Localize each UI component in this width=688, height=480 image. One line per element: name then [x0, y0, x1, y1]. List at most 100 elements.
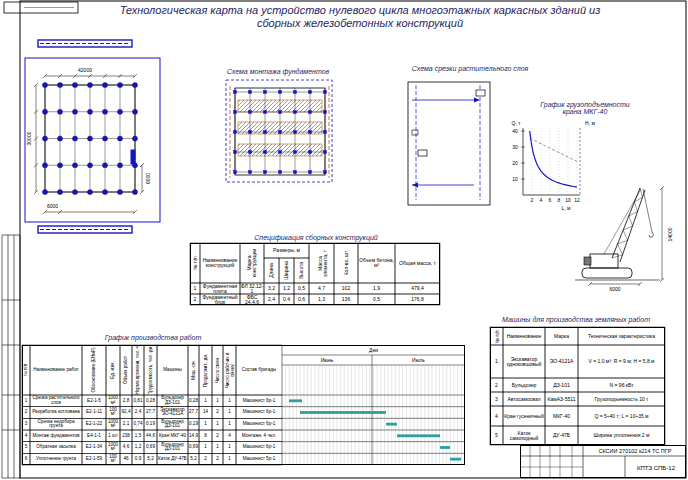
column-foundation: [87, 136, 92, 141]
work-bar: [386, 423, 397, 426]
timeline-line: [282, 406, 465, 407]
table-header-cell: № п/п: [190, 243, 200, 283]
timeline-line: [282, 430, 465, 431]
title-block-line: [583, 445, 584, 478]
table-cell-border: [30, 442, 82, 454]
margin-stamp-line: [2, 395, 20, 396]
table-cell: 0,5: [294, 283, 309, 294]
table-cell: 92,4: [120, 407, 132, 419]
day-line: [292, 365, 293, 465]
table-cell: 1: [199, 442, 212, 454]
table-cell: 5,2: [188, 453, 199, 465]
table-cell-border: [294, 294, 309, 305]
day-line: [329, 365, 330, 465]
day-line: [377, 365, 378, 465]
table-header-cell: Марка: [545, 327, 578, 345]
timeline-line: [282, 355, 465, 356]
chart-axis: [523, 195, 580, 196]
table-cell: 0,74: [132, 418, 144, 430]
foundation-symbol: [249, 111, 252, 114]
column-foundation: [87, 82, 92, 87]
table-cell: 0,69: [188, 442, 199, 454]
foundation-symbol: [324, 131, 327, 134]
table-cell-border: [22, 345, 30, 395]
organisation-code: КПТЗ СПБ-12: [627, 459, 685, 476]
table-cell-border: [545, 345, 578, 378]
day-line: [333, 365, 334, 465]
day-line: [421, 365, 422, 465]
chart-tick: [521, 179, 525, 180]
site-outline: [408, 82, 490, 205]
foundation-symbol: [264, 131, 267, 134]
margin-stamp-line: [14, 235, 15, 478]
table-cell-border: [578, 345, 665, 378]
table-cell-border: [212, 345, 223, 395]
day-line: [307, 365, 308, 465]
column-foundation: [57, 189, 62, 194]
table-cell-border: [490, 406, 503, 426]
day-line: [432, 365, 433, 465]
table-cell-border: [490, 392, 503, 406]
table-cell: Кран гусеничный: [503, 406, 545, 426]
table-cell-border: [132, 442, 144, 454]
foundation-symbol: [309, 91, 312, 94]
table-header-cell: Продолжит., дн.: [199, 345, 212, 395]
table-cell: 8: [199, 430, 212, 442]
column-foundation: [102, 163, 107, 168]
table-cell: Монтаж фундаментов: [30, 430, 82, 442]
column-foundation: [87, 163, 92, 168]
table-cell: 1: [223, 442, 236, 454]
table-cell: Е4-1-1: [82, 430, 106, 442]
table-cell: 3,2: [264, 283, 279, 294]
table-cell: 1: [212, 442, 223, 454]
month-label: Июль: [399, 356, 439, 364]
table-cell-border: [236, 430, 282, 442]
table-header-cell: № п/п: [22, 345, 30, 395]
table-cell-border: [334, 294, 358, 305]
table-cell: 2,1: [120, 418, 132, 430]
table-cell-border: [199, 418, 212, 430]
dimension-tick: [34, 190, 38, 194]
column-foundation: [102, 189, 107, 194]
day-line: [417, 365, 418, 465]
foundation-symbol: [309, 131, 312, 134]
table-cell-border: [309, 283, 334, 294]
capacity-curve: [530, 131, 577, 187]
table-cell: Разработка котлована: [30, 407, 82, 419]
stockpile-symbol: [412, 130, 418, 135]
crane-axis: [329, 86, 330, 178]
table-cell: 1000 м²: [106, 395, 120, 407]
grid-axis: [310, 88, 311, 175]
table-cell-border: [309, 243, 334, 283]
table-cell-border: [578, 378, 665, 392]
table-cell-border: [30, 345, 82, 395]
bulldozer-path: [480, 85, 481, 200]
column-foundation: [102, 136, 107, 141]
margin-stamp-line: [8, 235, 9, 478]
table-cell: Уплотнение грунта: [30, 453, 82, 465]
day-line: [358, 365, 359, 465]
chart-tick: [521, 131, 525, 132]
timeline-line: [282, 441, 465, 442]
dimension-tick: [43, 74, 47, 78]
table-cell-border: [157, 407, 188, 419]
grid-axis: [295, 88, 296, 175]
dimension-tick: [140, 190, 144, 194]
foundation-symbol: [249, 91, 252, 94]
column-foundation: [117, 82, 122, 87]
day-line: [336, 365, 337, 465]
table-cell: 4: [490, 406, 503, 426]
foundation-symbol: [234, 91, 237, 94]
table-cell-border: [578, 392, 665, 406]
timeline-header: Дни: [354, 346, 394, 354]
tick-label: 6: [546, 197, 555, 203]
table-cell-border: [264, 294, 279, 305]
column-foundation: [87, 189, 92, 194]
table-header-cell: Число рабочих в смену: [223, 345, 236, 395]
column-foundation: [117, 189, 122, 194]
bulldozer-path: [412, 185, 474, 186]
tick-label: 4: [537, 197, 546, 203]
column-foundation: [42, 109, 47, 114]
table-cell: Срезка растительного слоя: [30, 395, 82, 407]
